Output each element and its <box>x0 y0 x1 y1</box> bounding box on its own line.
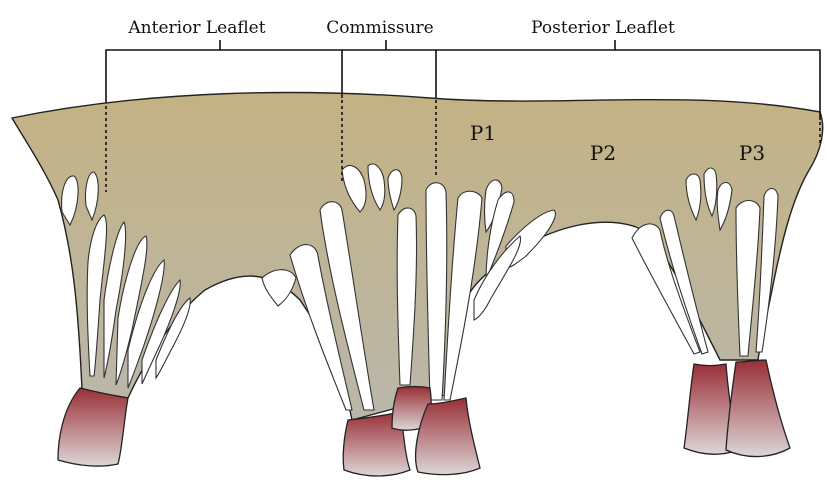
p3-label: P3 <box>739 141 765 165</box>
anterior-papillary-muscle <box>58 388 128 466</box>
posterior-papillary-muscle-p3b <box>726 360 790 457</box>
posterior-papillary-muscle-p1 <box>416 398 480 475</box>
commissure-label: Commissure <box>326 18 434 38</box>
p1-label: P1 <box>470 121 496 145</box>
posterior-leaflet-label: Posterior Leaflet <box>531 18 675 38</box>
anterior-leaflet-label: Anterior Leaflet <box>127 18 265 38</box>
p2-label: P2 <box>590 141 616 165</box>
